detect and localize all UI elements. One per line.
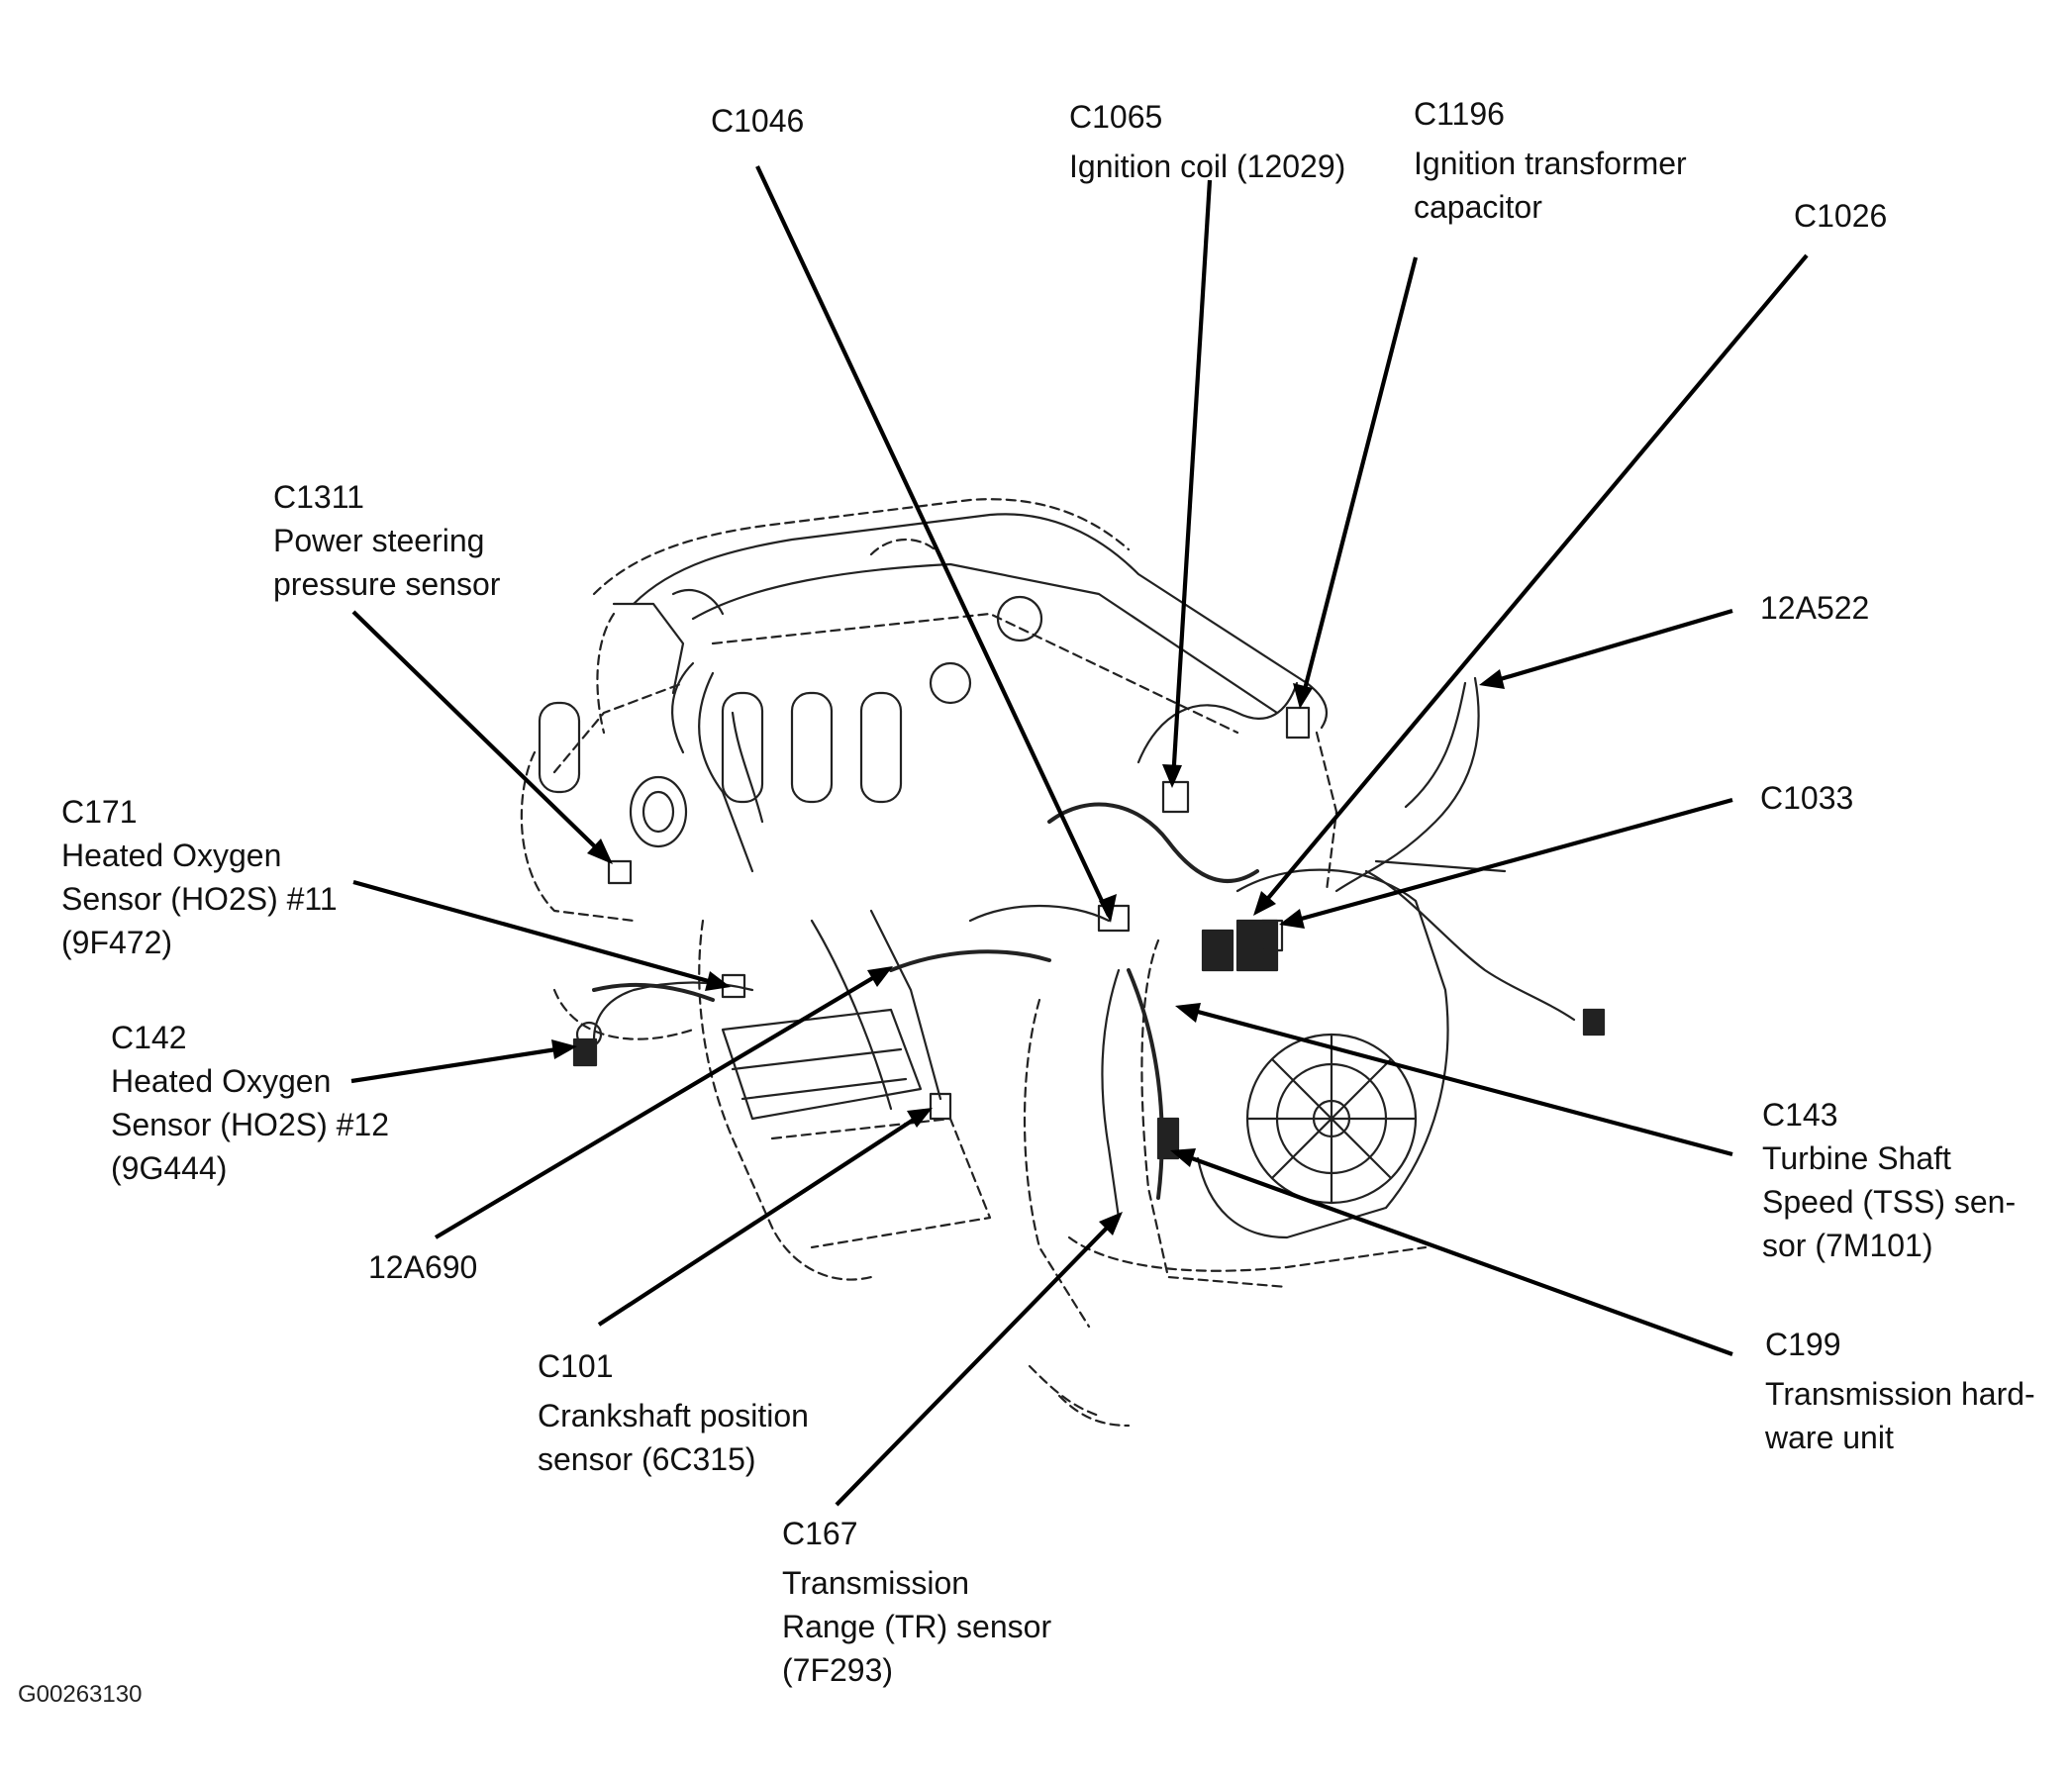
callout-c167-line-4: (7F293) <box>782 1652 894 1688</box>
callout-c1026-line-1: C1026 <box>1794 198 1888 234</box>
callout-12a522-line-1: 12A522 <box>1760 590 1870 626</box>
callout-c1065-line-2: Ignition coil (12029) <box>1069 148 1346 184</box>
callout-c142: C142 Heated Oxygen Sensor (HO2S) #12 (9G… <box>111 1016 389 1190</box>
callout-c1196-line-2: Ignition transformer <box>1414 146 1687 181</box>
callout-c171-line-4: (9F472) <box>61 925 173 960</box>
arrowhead-c143 <box>1175 1003 1201 1023</box>
leader-c143 <box>1182 1005 1733 1157</box>
leader-c1196 <box>1299 256 1419 702</box>
callout-c1033: C1033 <box>1760 776 1853 820</box>
callout-c167: C167 Transmission Range (TR) sensor (7F2… <box>782 1512 1051 1692</box>
arrowhead-c171 <box>705 971 731 991</box>
callout-c1033-line-1: C1033 <box>1760 780 1854 816</box>
callout-c1026: C1026 <box>1794 194 1887 238</box>
callout-c1311: C1311 Power steering pressure sensor <box>273 475 500 606</box>
callout-c1046: C1046 <box>711 99 804 143</box>
callout-c143-line-4: sor (7M101) <box>1762 1228 1933 1263</box>
callout-c143-line-2: Turbine Shaft <box>1762 1140 1951 1176</box>
callout-c199-line-2: Transmission hard- <box>1765 1376 2035 1412</box>
callout-c101-line-3: sensor (6C315) <box>538 1441 756 1477</box>
arrowhead-12a522 <box>1479 669 1505 689</box>
callout-c142-line-2: Heated Oxygen <box>111 1063 332 1099</box>
leader-c1026 <box>1257 253 1809 911</box>
callout-c1311-line-1: C1311 <box>273 479 364 515</box>
leader-c167 <box>835 1216 1119 1507</box>
callout-c171-line-1: C171 <box>61 794 138 830</box>
callout-c101: C101 Crankshaft position sensor (6C315) <box>538 1344 809 1481</box>
callout-c1046-line-1: C1046 <box>711 103 805 139</box>
callout-c1196: C1196 Ignition transformer capacitor <box>1414 92 1687 229</box>
callout-12a522: 12A522 <box>1760 586 1869 630</box>
arrowhead-c1311 <box>587 839 613 864</box>
callout-c171: C171 Heated Oxygen Sensor (HO2S) #11 (9F… <box>61 790 338 964</box>
callout-12a690: 12A690 <box>368 1245 477 1289</box>
leader-c199 <box>1177 1151 1733 1356</box>
callout-c101-line-1: C101 <box>538 1348 614 1384</box>
arrowhead-c1026 <box>1253 891 1276 916</box>
callout-c171-line-3: Sensor (HO2S) #11 <box>61 881 338 917</box>
leader-12a690 <box>434 968 888 1239</box>
leader-c1046 <box>755 165 1111 917</box>
callout-c1311-line-2: Power steering <box>273 523 485 558</box>
callout-12a690-line-1: 12A690 <box>368 1249 478 1285</box>
arrowhead-12a690 <box>867 966 893 987</box>
callout-c199-line-1: C199 <box>1765 1327 1841 1362</box>
callout-c167-line-2: Transmission <box>782 1565 970 1601</box>
callout-c1065-line-1: C1065 <box>1069 99 1163 135</box>
callout-c199-line-3: ware unit <box>1765 1420 1894 1455</box>
arrowhead-c199 <box>1170 1148 1196 1167</box>
arrowhead-c1033 <box>1279 909 1305 929</box>
callout-c1065: C1065 Ignition coil (12029) <box>1069 95 1345 188</box>
callout-c199: C199 Transmission hard- ware unit <box>1765 1323 2035 1459</box>
callout-c142-line-3: Sensor (HO2S) #12 <box>111 1107 390 1142</box>
callout-c101-line-2: Crankshaft position <box>538 1398 809 1433</box>
leader-c1065 <box>1170 179 1213 781</box>
callout-c1196-line-1: C1196 <box>1414 96 1505 132</box>
arrowhead-c1065 <box>1162 764 1182 788</box>
callout-c1311-line-3: pressure sensor <box>273 566 501 602</box>
figure-id: G00263130 <box>18 1681 143 1708</box>
arrowhead-c101 <box>907 1108 933 1128</box>
engine-illustration <box>520 498 1606 1428</box>
callout-c143-line-1: C143 <box>1762 1097 1838 1133</box>
leader-c142 <box>350 1044 570 1084</box>
leader-lines <box>350 165 1809 1507</box>
arrowhead-c1046 <box>1099 894 1117 923</box>
leader-c171 <box>352 879 724 988</box>
callout-c143-line-3: Speed (TSS) sen- <box>1762 1184 2017 1220</box>
leader-12a522 <box>1486 608 1733 686</box>
leader-c1033 <box>1286 797 1733 926</box>
leader-c1311 <box>351 610 608 859</box>
leader-c101 <box>597 1110 928 1327</box>
callout-c142-line-4: (9G444) <box>111 1150 228 1186</box>
callout-c171-line-2: Heated Oxygen <box>61 838 282 873</box>
arrowhead-c167 <box>1099 1212 1123 1235</box>
arrowhead-c142 <box>551 1039 577 1059</box>
callout-c167-line-3: Range (TR) sensor <box>782 1609 1052 1644</box>
callout-c142-line-1: C142 <box>111 1020 187 1055</box>
callout-c1196-line-3: capacitor <box>1414 189 1542 225</box>
arrowhead-c1196 <box>1293 683 1313 709</box>
callout-c167-line-1: C167 <box>782 1516 858 1551</box>
callout-c143: C143 Turbine Shaft Speed (TSS) sen- sor … <box>1762 1093 2016 1267</box>
